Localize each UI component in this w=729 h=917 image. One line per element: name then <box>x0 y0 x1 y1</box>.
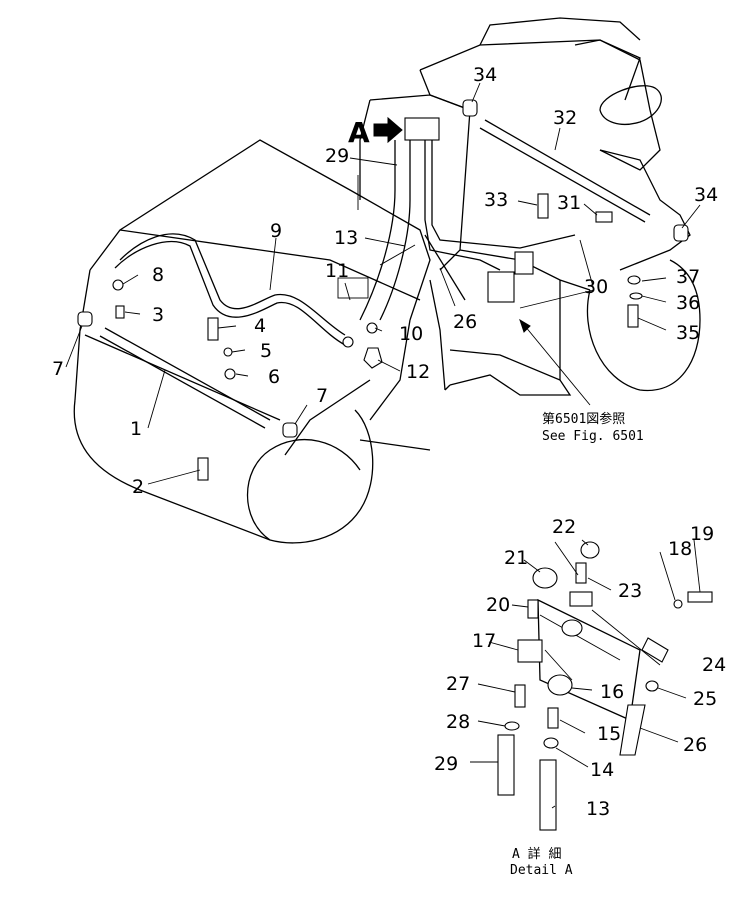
part-label-7-right: 7 <box>316 385 328 407</box>
part-number-labels: A 1 2 3 4 5 6 7 7 8 9 10 11 12 13 26 29 … <box>52 64 726 878</box>
part-label-35: 35 <box>676 322 700 344</box>
part-label-32: 32 <box>553 107 577 129</box>
machine-outline <box>73 17 701 544</box>
part-label-19: 19 <box>690 523 714 545</box>
detail-a-drawing <box>497 541 713 831</box>
part-glyphs <box>77 99 689 481</box>
part-label-23: 23 <box>618 580 642 602</box>
part-label-13: 13 <box>334 227 358 249</box>
part-label-18: 18 <box>668 538 692 560</box>
part-label-15: 15 <box>597 723 621 745</box>
part-label-31: 31 <box>557 192 581 214</box>
part-label-6: 6 <box>268 366 280 388</box>
part-label-30: 30 <box>584 276 608 298</box>
part-label-28: 28 <box>446 711 470 733</box>
part-label-5: 5 <box>260 340 272 362</box>
part-label-12: 12 <box>406 361 430 383</box>
hose-lines <box>99 119 651 429</box>
part-label-8: 8 <box>152 264 164 286</box>
part-label-7-left: 7 <box>52 358 64 380</box>
see-fig-jp: 第6501図参照 <box>542 411 625 427</box>
part-label-27: 27 <box>446 673 470 695</box>
part-label-29: 29 <box>325 145 349 167</box>
part-label-34-top: 34 <box>473 64 497 86</box>
detail-marker-arrow <box>373 116 403 144</box>
part-label-14: 14 <box>590 759 614 781</box>
part-label-1: 1 <box>130 418 142 440</box>
part-label-36: 36 <box>676 292 700 314</box>
part-label-21: 21 <box>504 547 528 569</box>
part-label-17: 17 <box>472 630 496 652</box>
leader-lines <box>65 82 701 809</box>
part-label-26-detail: 26 <box>683 734 707 756</box>
part-label-3: 3 <box>152 304 164 326</box>
part-label-13-detail: 13 <box>586 798 610 820</box>
part-label-9: 9 <box>270 220 282 242</box>
detail-title-jp: A 詳 細 <box>512 846 561 862</box>
part-label-11: 11 <box>325 260 349 282</box>
part-label-37: 37 <box>676 266 700 288</box>
part-label-2: 2 <box>132 476 144 498</box>
detail-marker-label: A <box>348 116 370 149</box>
see-fig-en: See Fig. 6501 <box>542 429 644 444</box>
part-label-4: 4 <box>254 315 266 337</box>
part-label-34-right: 34 <box>694 184 718 206</box>
part-label-16: 16 <box>600 681 624 703</box>
detail-title-en: Detail A <box>510 863 573 878</box>
part-label-20: 20 <box>486 594 510 616</box>
part-label-33: 33 <box>484 189 508 211</box>
part-label-22: 22 <box>552 516 576 538</box>
part-label-29-detail: 29 <box>434 753 458 775</box>
part-label-10: 10 <box>399 323 423 345</box>
part-label-25: 25 <box>693 688 717 710</box>
part-label-24: 24 <box>702 654 726 676</box>
part-label-26: 26 <box>453 311 477 333</box>
